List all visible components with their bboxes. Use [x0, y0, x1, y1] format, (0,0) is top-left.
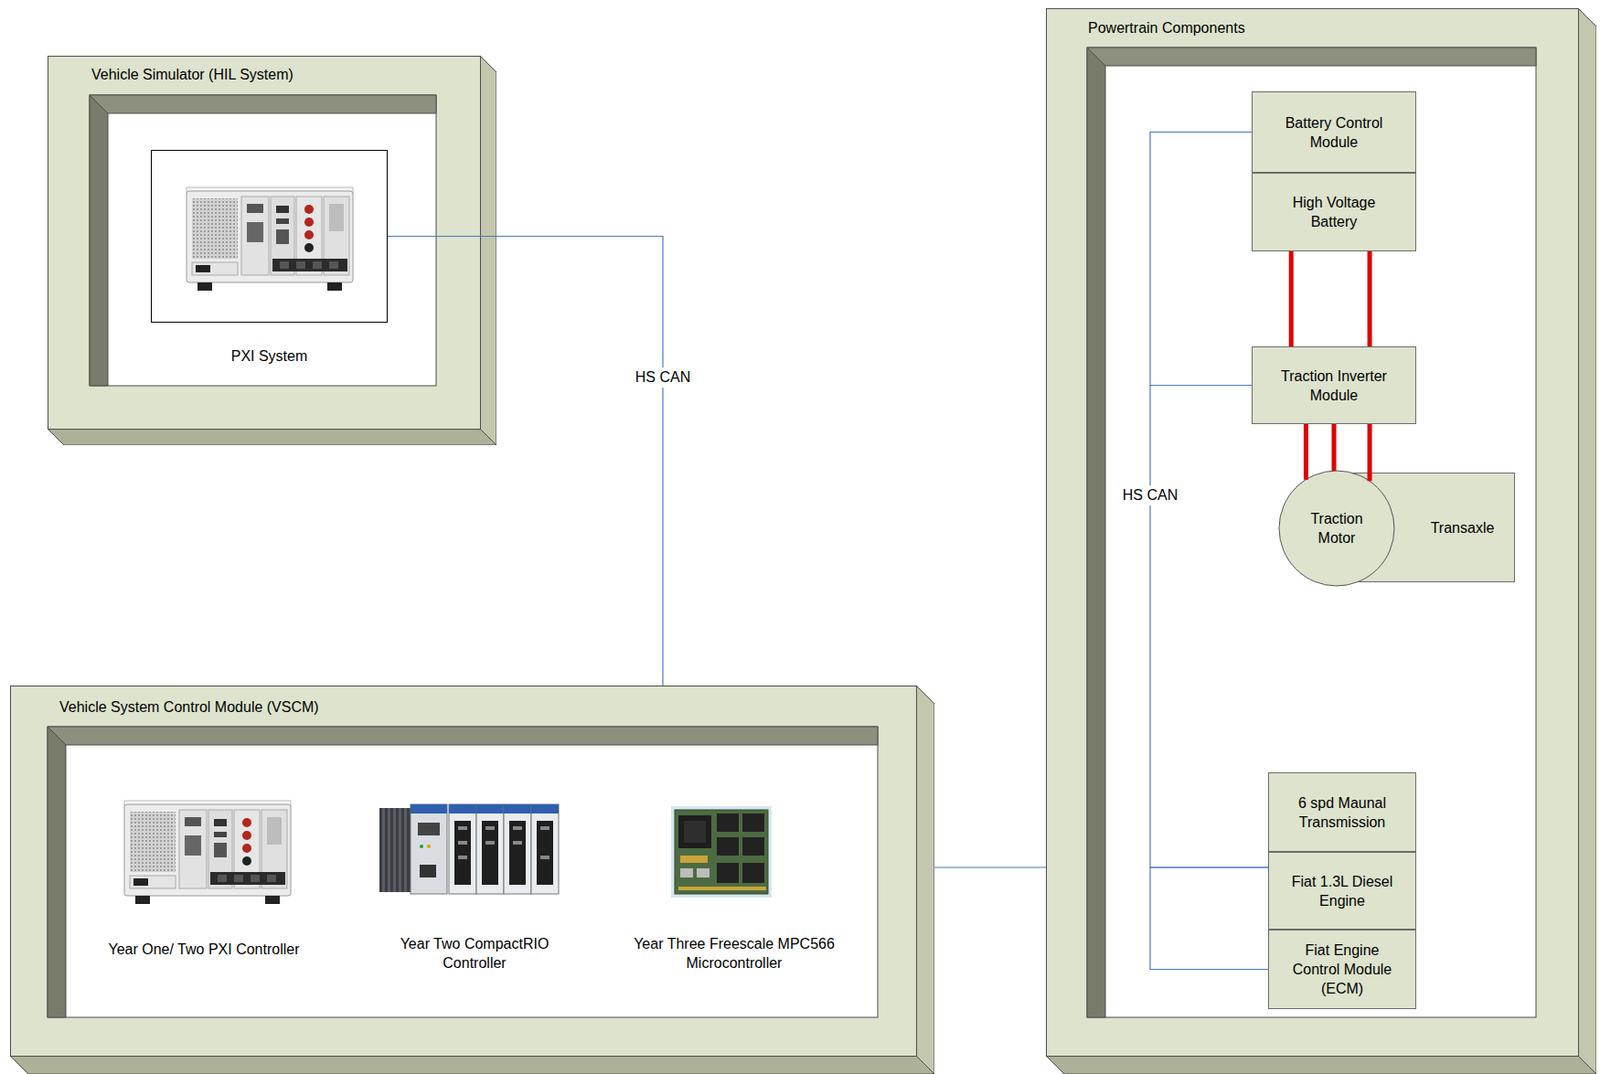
text-slot: Year One/ Two PXI Controller: [103, 939, 305, 960]
controller-item: Year One/ Two PXI Controller: [103, 800, 305, 984]
text-slot: Fiat Engine Control Module (ECM): [1269, 930, 1416, 1009]
frame-face: [1046, 9, 1579, 1057]
recess-band: [1087, 47, 1106, 1018]
can-bus-line: [1150, 867, 1269, 971]
recess-band: [47, 726, 66, 1018]
node-label: Battery Control Module: [1271, 113, 1397, 152]
simulator-frame: Vehicle Simulator (HIL System) PXI System: [47, 55, 497, 446]
frame-title: Powertrain Components: [1088, 18, 1246, 38]
pxi-chassis-picture: [186, 187, 353, 291]
node-label: Fiat 1.3L Diesel Engine: [1280, 872, 1405, 911]
node-label: Year One/ Two PXI Controller: [103, 939, 305, 960]
frame-bevel: [1578, 8, 1597, 1074]
frame-bevel: [10, 1056, 935, 1074]
text-slot: Year Three Freescale MPC566 Microcontrol…: [597, 934, 872, 973]
text-slot: Traction Motor: [1278, 469, 1396, 587]
node-label: Transaxle: [1430, 518, 1495, 538]
text-slot: Vehicle System Control Module (VSCM): [59, 697, 320, 717]
text-slot: PXI System: [151, 346, 387, 366]
transmission-box: 6 spd Maunal Transmission: [1268, 772, 1417, 853]
edge-label-holder: HS CAN: [631, 367, 694, 388]
text-slot: Year Two CompactRIO Controller: [373, 934, 576, 973]
motor-outline: [1279, 470, 1395, 587]
frame-bevel: [480, 55, 497, 446]
text-slot: Battery Control Module: [1252, 92, 1416, 172]
recess-band: [1087, 47, 1536, 66]
node-label: Traction Inverter Module: [1271, 366, 1397, 406]
pxi-system-box: PXI System: [150, 149, 388, 323]
text-slot: Traction Inverter Module: [1252, 347, 1416, 424]
edge-label-holder: HS CAN: [1119, 485, 1182, 506]
text-slot: Fiat 1.3L Diesel Engine: [1269, 853, 1416, 929]
high-voltage-wire: [1290, 251, 1370, 347]
text-slot: Powertrain Components: [1088, 18, 1246, 38]
node-label: Traction Motor: [1290, 509, 1383, 548]
bus-label: HS CAN: [631, 367, 694, 388]
frame-face: [48, 56, 481, 430]
frame-recess: [89, 95, 437, 386]
recess-band: [89, 95, 437, 114]
powertrain-frame: Powertrain ComponentsBattery Control Mod…: [1045, 8, 1597, 1074]
node-label: PXI System: [151, 346, 387, 366]
recess-band: [89, 95, 108, 386]
compactrio-picture: [379, 804, 559, 895]
battery-box: High Voltage Battery: [1251, 172, 1417, 252]
text-slot: 6 spd Maunal Transmission: [1269, 773, 1416, 852]
ecm-box: Fiat Engine Control Module (ECM): [1268, 929, 1417, 1010]
frame-face: [10, 686, 918, 1057]
microcontroller-picture: [671, 806, 772, 898]
recess-band: [47, 726, 878, 746]
node-label: High Voltage Battery: [1271, 192, 1397, 232]
vscm-frame: Vehicle System Control Module (VSCM) Year…: [10, 685, 935, 1074]
controller-item: Year Three Freescale MPC566 Microcontrol…: [597, 800, 872, 984]
frame-bevel: [47, 428, 497, 446]
can-bus-line: [387, 236, 663, 687]
engine-box: Fiat 1.3L Diesel Engine: [1268, 852, 1417, 930]
high-voltage-wire: [1305, 424, 1370, 481]
bus-label: HS CAN: [1119, 485, 1182, 506]
text-slot: High Voltage Battery: [1252, 173, 1416, 251]
inverter-box: Traction Inverter Module: [1251, 346, 1417, 425]
frame-recess: [47, 726, 878, 1018]
text-slot: Vehicle Simulator (HIL System): [91, 64, 294, 85]
node-label: Year Three Freescale MPC566 Microcontrol…: [597, 934, 872, 973]
can-bus-line: [1150, 385, 1269, 869]
frame-title: Vehicle Simulator (HIL System): [91, 64, 294, 85]
frame-bevel: [1045, 1056, 1597, 1074]
node-label: 6 spd Maunal Transmission: [1280, 793, 1405, 832]
controller-item: Year Two CompactRIO Controller: [373, 800, 576, 984]
frame-outline: [10, 685, 935, 1074]
can-bus-line: [1150, 132, 1252, 386]
pxi-controller-picture: [124, 800, 291, 905]
motor-circle: Traction Motor: [1278, 469, 1396, 587]
node-label: Fiat Engine Control Module (ECM): [1280, 940, 1405, 999]
module-box: Battery Control Module: [1251, 91, 1417, 173]
frame-recess: [1087, 47, 1536, 1018]
frame-title: Vehicle System Control Module (VSCM): [59, 697, 320, 717]
can-bus-line: [934, 866, 1046, 868]
frame-bevel: [916, 685, 935, 1074]
circle-outline: [1278, 469, 1396, 587]
node-label: Year Two CompactRIO Controller: [373, 934, 576, 973]
